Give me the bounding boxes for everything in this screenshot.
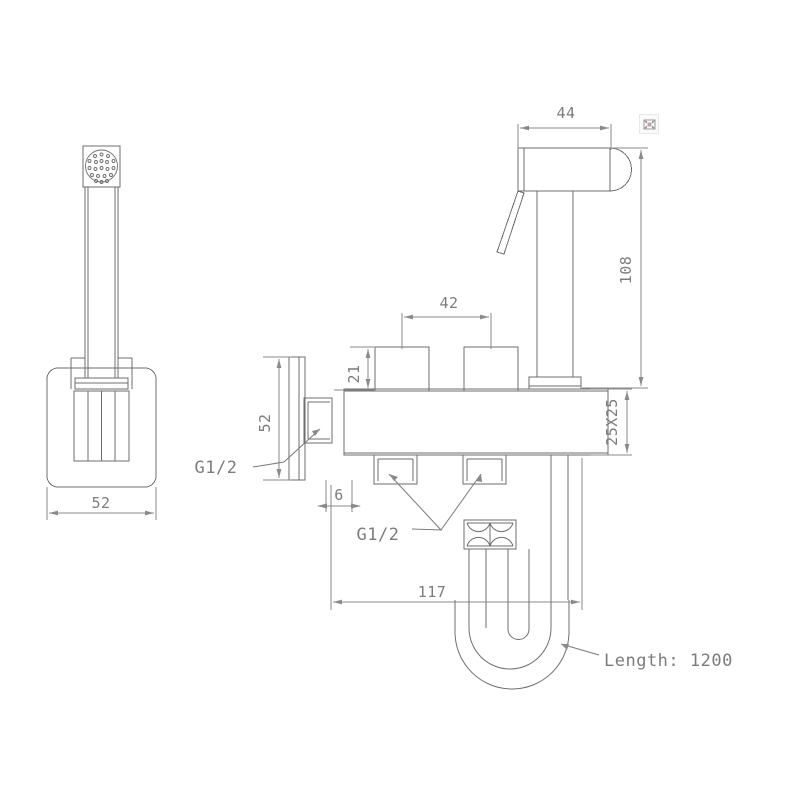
handle-base-flange: [528, 376, 582, 390]
broken-image-glyph: [643, 119, 655, 129]
outlet-port-right: [462, 454, 507, 485]
dim-label-handle-height-21: 21: [345, 364, 363, 383]
holder-body: [73, 390, 130, 462]
hose-drop-lines: [550, 455, 569, 600]
annotation-label-g12-inlet: G1/2: [195, 458, 238, 478]
dim-label-plate-height-52: 52: [256, 413, 274, 432]
wall-plate-side: [288, 356, 333, 481]
wall-plate-front: [46, 367, 157, 488]
annotation-g12-inlet: G1/2: [195, 428, 321, 478]
annotation-label-hose-length: Length: 1200: [604, 651, 733, 671]
dim-label-plate-thickness-6: 6: [334, 486, 344, 504]
broken-image-icon: [639, 114, 659, 134]
trigger-lever: [496, 190, 525, 255]
dim-spout-width: 44: [517, 104, 612, 150]
dim-label-body-section-25x25: 25X25: [603, 398, 621, 446]
outlet-port-left: [373, 454, 418, 485]
holder-collar: [70, 357, 133, 390]
dim-handle-height: 21: [334, 346, 374, 391]
dim-label-spout-width-44: 44: [556, 104, 575, 122]
spray-handle-column: [84, 187, 119, 378]
dim-label-handle-spacing-42: 42: [439, 294, 458, 312]
spray-handle-stem: [536, 191, 574, 377]
annotation-label-g12-outlets: G1/2: [357, 525, 400, 545]
dim-spray-height: 108: [582, 147, 648, 389]
dim-body-section: 25X25: [590, 388, 632, 456]
spray-head-block: [517, 147, 632, 192]
right-side-view: [288, 147, 632, 690]
dim-left-plate-width: 52: [46, 487, 157, 520]
dim-label-body-length-117: 117: [418, 583, 447, 601]
annotation-hose-length: Length: 1200: [560, 643, 733, 671]
annotation-g12-outlets: G1/2: [357, 473, 482, 545]
hose-hex-nut: [463, 519, 517, 550]
control-handle-right: [463, 346, 519, 392]
dim-label-plate-width-52: 52: [91, 494, 110, 512]
spray-head-face: [82, 145, 121, 188]
dim-body-length: 117: [330, 458, 583, 610]
control-handle-left: [374, 346, 430, 392]
dim-label-spray-height-108: 108: [617, 256, 635, 285]
flexible-hose: [454, 549, 570, 690]
main-body-bar: [343, 388, 609, 456]
dim-handle-spacing: 42: [401, 294, 492, 349]
dim-plate-thickness: 6: [317, 480, 361, 512]
left-front-view: [46, 145, 157, 488]
dim-plate-height-side: 52: [256, 356, 291, 481]
